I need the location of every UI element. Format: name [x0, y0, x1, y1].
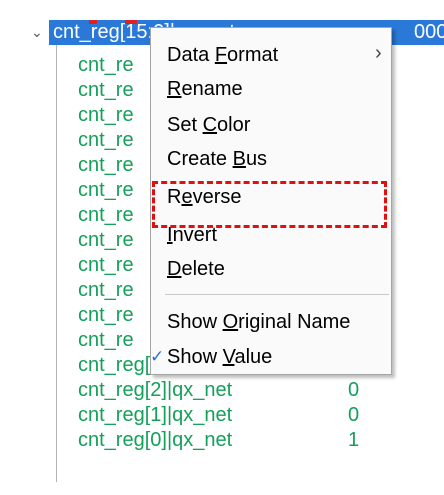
- menu-item-label: Rename: [167, 72, 243, 106]
- signal-name: cnt_re: [78, 329, 134, 351]
- label-text: R: [167, 186, 182, 208]
- mnemonic-char: O: [222, 311, 239, 333]
- mnemonic-char: e: [181, 186, 193, 208]
- label-text: ename: [181, 78, 243, 100]
- menu-item[interactable]: Rename: [151, 72, 391, 106]
- mnemonic-char: V: [222, 346, 235, 368]
- check-icon: ✓: [150, 347, 165, 366]
- signal-name: cnt_re: [78, 204, 134, 226]
- signal-value: 0000: [414, 21, 444, 43]
- tree-row[interactable]: cnt_re: [78, 329, 134, 351]
- menu-item[interactable]: Create Bus: [151, 142, 391, 176]
- annotation-highlight-box: [152, 181, 387, 228]
- menu-item[interactable]: Delete: [151, 252, 391, 286]
- label-text: Data: [167, 44, 215, 66]
- signal-name: cnt_re: [78, 154, 134, 176]
- mnemonic-char: I: [167, 224, 173, 246]
- signal-name: cnt_re: [78, 179, 134, 201]
- tree-row[interactable]: cnt_re: [78, 129, 134, 151]
- mnemonic-char: R: [167, 78, 182, 100]
- mnemonic-char: C: [202, 114, 218, 136]
- signal-value: 1: [348, 429, 360, 451]
- label-text: Show: [167, 346, 223, 368]
- tree-row[interactable]: cnt_re: [78, 79, 134, 101]
- mnemonic-char: D: [167, 258, 182, 280]
- menu-item-label: Delete: [167, 252, 225, 286]
- menu-separator: [165, 294, 389, 295]
- mnemonic-char: B: [232, 148, 246, 170]
- tree-row[interactable]: cnt_re: [78, 179, 134, 201]
- chevron-right-icon: ›: [375, 42, 382, 64]
- tree-row[interactable]: cnt_re: [78, 54, 134, 76]
- signal-value: 0: [348, 379, 360, 401]
- signal-name: cnt_reg[1]|qx_net: [78, 404, 233, 426]
- menu-item[interactable]: Show Original Name: [151, 305, 391, 339]
- menu-item[interactable]: Show Value✓: [150, 340, 391, 374]
- signal-name: cnt_reg[0]|qx_net: [78, 429, 233, 451]
- signal-value: 0: [348, 404, 360, 426]
- label-text: olor: [217, 114, 251, 136]
- menu-item[interactable]: Set Color: [151, 108, 391, 142]
- signal-name: cnt_re: [78, 79, 134, 101]
- red-marker: [89, 20, 97, 24]
- tree-row[interactable]: cnt_reg[0]|qx_net 1: [78, 429, 359, 451]
- tree-guide-line: [56, 42, 57, 482]
- menu-item[interactable]: Data Format ›: [151, 38, 391, 72]
- label-text: Show: [167, 311, 223, 333]
- signal-name: cnt_re: [78, 54, 134, 76]
- label-text: riginal Name: [238, 311, 351, 333]
- menu-item-label: Invert: [167, 218, 217, 252]
- menu-item-label: Show Value: [167, 340, 272, 374]
- label-text: Create: [167, 148, 233, 170]
- menu-item-label: Data Format: [167, 38, 278, 72]
- menu-item-label: Reverse: [167, 180, 241, 214]
- red-marker: [125, 20, 137, 24]
- label-text: nvert: [172, 224, 218, 246]
- menu-item[interactable]: Reverse: [151, 180, 391, 214]
- label-text: ormat: [227, 44, 279, 66]
- signal-name: cnt_re: [78, 279, 134, 301]
- mnemonic-char: F: [214, 44, 228, 66]
- tree-row[interactable]: cnt_reg[2]|qx_net 0: [78, 379, 359, 401]
- tree-row[interactable]: cnt_re: [78, 254, 134, 276]
- signal-name: cnt_re: [78, 129, 134, 151]
- label-text: Set: [167, 114, 203, 136]
- signal-name: cnt_re: [78, 104, 134, 126]
- label-text: us: [245, 148, 268, 170]
- tree-row[interactable]: cnt_re: [78, 229, 134, 251]
- chevron-down-icon[interactable]: ⌄: [31, 24, 43, 40]
- signal-name: cnt_re: [78, 304, 134, 326]
- label-text: alue: [234, 346, 273, 368]
- signal-name: cnt_re: [78, 254, 134, 276]
- menu-item-label: Show Original Name: [167, 305, 350, 339]
- menu-item-label: Set Color: [167, 108, 250, 142]
- menu-item-label: Create Bus: [167, 142, 267, 176]
- tree-row[interactable]: cnt_re: [78, 304, 134, 326]
- label-text: elete: [181, 258, 225, 280]
- menu-item[interactable]: Invert: [151, 218, 391, 252]
- tree-row[interactable]: cnt_re: [78, 104, 134, 126]
- tree-row[interactable]: cnt_re: [78, 204, 134, 226]
- tree-row[interactable]: cnt_reg[1]|qx_net 0: [78, 404, 359, 426]
- tree-row[interactable]: cnt_re: [78, 279, 134, 301]
- signal-name: cnt_reg[2]|qx_net: [78, 379, 233, 401]
- signal-name: cnt_re: [78, 229, 134, 251]
- label-text: verse: [192, 186, 242, 208]
- tree-row[interactable]: cnt_re: [78, 154, 134, 176]
